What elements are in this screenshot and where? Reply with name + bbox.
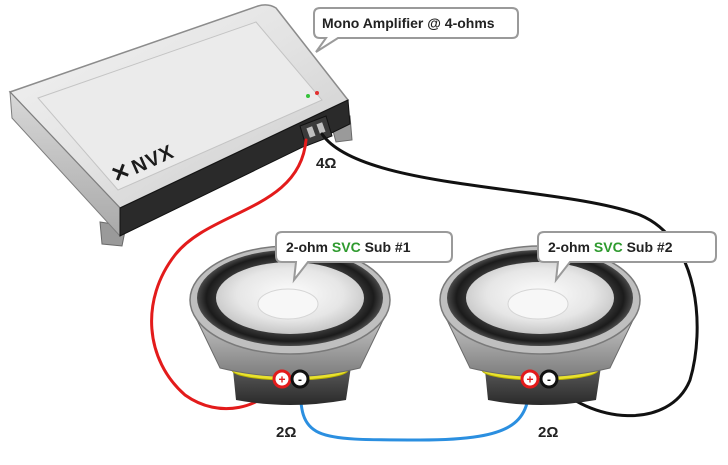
sub-1-callout-text: 2-ohm SVC Sub #1 <box>286 239 411 255</box>
led-green-icon <box>306 94 310 98</box>
amplifier-callout: Mono Amplifier @ 4-ohms <box>313 7 519 53</box>
positive-wire <box>150 138 308 410</box>
subwoofer-2: + - <box>439 245 641 405</box>
amplifier-impedance-label: 4Ω <box>316 155 336 172</box>
svg-text:+: + <box>526 373 533 387</box>
sub-1-impedance-label: 2Ω <box>276 424 296 441</box>
svg-text:-: - <box>298 373 302 387</box>
negative-terminal-icon <box>539 369 559 389</box>
svg-text:+: + <box>278 373 285 387</box>
positive-terminal-icon <box>272 369 292 389</box>
series-wire <box>298 378 532 442</box>
negative-terminal-icon <box>290 369 310 389</box>
sub-2-callout-text: 2-ohm SVC Sub #2 <box>548 239 673 255</box>
sub-1-callout: 2-ohm SVC Sub #1 <box>275 231 453 284</box>
positive-terminal-icon <box>520 369 540 389</box>
led-red-icon <box>315 91 319 95</box>
sub-2-impedance-label: 2Ω <box>538 424 558 441</box>
subwoofer-1: + - <box>189 245 391 405</box>
svg-text:-: - <box>547 373 551 387</box>
amplifier: ✕ NVX <box>8 4 353 247</box>
amplifier-callout-text: Mono Amplifier @ 4-ohms <box>322 15 495 31</box>
sub-2-callout: 2-ohm SVC Sub #2 <box>537 231 717 284</box>
